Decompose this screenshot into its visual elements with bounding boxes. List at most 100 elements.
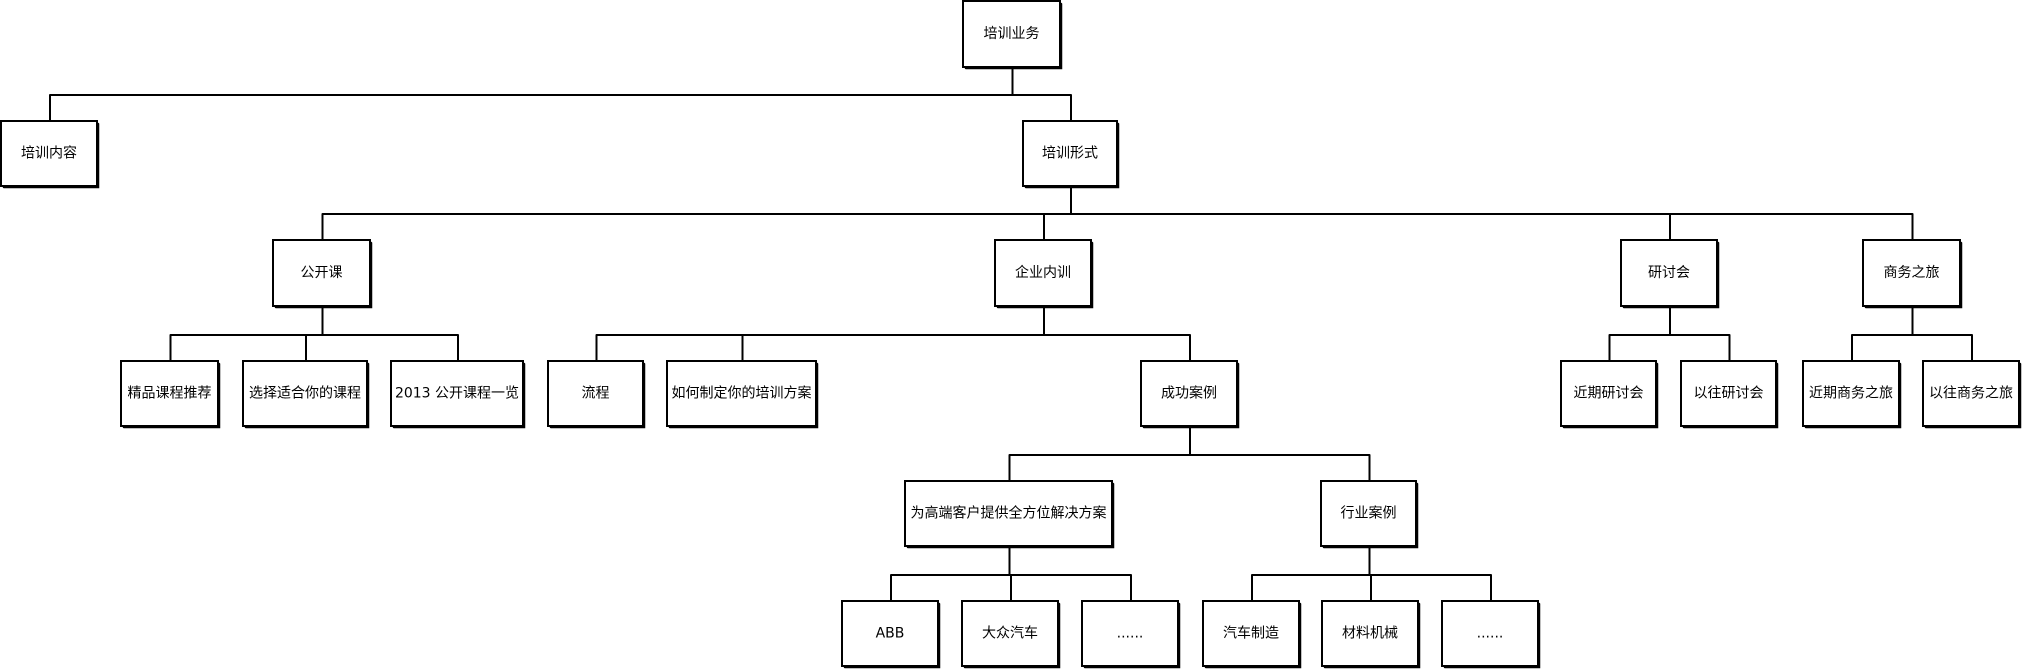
node-shadow	[549, 362, 646, 429]
node-flow: 流程	[547, 360, 646, 429]
node-auto: 汽车制造	[1202, 600, 1302, 669]
node-label: 如何制定你的培训方案	[672, 385, 812, 402]
node-label: 大众汽车	[982, 625, 1038, 642]
node-shadow	[1024, 122, 1120, 189]
node-label: 研讨会	[1648, 265, 1690, 281]
node-label: 以往商务之旅	[1929, 386, 2013, 402]
node-label: 以往研讨会	[1694, 386, 1764, 402]
connectors	[49, 68, 1973, 602]
node-shadow	[122, 362, 221, 429]
node-abb: ABB	[841, 600, 941, 669]
node-seminar: 研讨会	[1620, 239, 1720, 309]
node-box	[1022, 120, 1118, 187]
node-shadow	[1864, 241, 1963, 309]
node-box	[547, 360, 644, 427]
node-box	[666, 360, 817, 427]
connector-inhouse	[595, 307, 1191, 362]
node-sem2: 以往研讨会	[1680, 360, 1779, 429]
node-label: 行业案例	[1341, 505, 1397, 522]
node-box	[1202, 600, 1300, 667]
node-root: 培训业务	[962, 0, 1063, 70]
node-shadow	[843, 602, 941, 669]
node-shadow	[274, 241, 373, 309]
node-label: 近期研讨会	[1574, 386, 1644, 402]
node-more2: ......	[1441, 600, 1541, 669]
node-inhouse: 企业内训	[994, 239, 1094, 309]
node-trip1: 近期商务之旅	[1802, 360, 1902, 429]
node-box	[1081, 600, 1179, 667]
node-shadow	[963, 602, 1061, 669]
node-box	[272, 239, 371, 307]
node-label: ABB	[876, 626, 905, 642]
node-shadow	[392, 362, 526, 429]
node-vw: 大众汽车	[961, 600, 1061, 669]
node-box	[904, 480, 1113, 547]
node-pub3: 2013 公开课程一览	[390, 360, 526, 429]
node-box	[994, 239, 1092, 307]
node-shadow	[906, 482, 1115, 549]
node-label: 公开课	[301, 265, 343, 281]
node-box	[1321, 600, 1419, 667]
node-box	[1802, 360, 1900, 427]
node-shadow	[2, 122, 100, 189]
node-pub1: 精品课程推荐	[120, 360, 221, 429]
node-label: 企业内训	[1015, 264, 1071, 281]
node-label: 精品课程推荐	[128, 386, 212, 402]
node-label: 培训内容	[21, 145, 77, 162]
node-shadow	[1682, 362, 1779, 429]
node-shadow	[1083, 602, 1181, 669]
node-shadow	[1562, 362, 1659, 429]
node-material: 材料机械	[1321, 600, 1421, 669]
connector-industry	[1251, 547, 1492, 602]
node-shadow	[1804, 362, 1902, 429]
connector-highend	[890, 547, 1132, 602]
node-pub2: 选择适合你的课程	[242, 360, 370, 429]
node-shadow	[1142, 362, 1240, 429]
node-label: 汽车制造	[1223, 625, 1279, 642]
node-box	[120, 360, 219, 427]
node-label: 商务之旅	[1884, 265, 1940, 281]
node-label: 培训形式	[1042, 146, 1098, 162]
node-label: ......	[1477, 626, 1504, 642]
node-shadow	[1323, 602, 1421, 669]
connector-biztrip	[1851, 307, 1973, 362]
node-highend: 为高端客户提供全方位解决方案	[904, 480, 1115, 549]
node-shadow	[1924, 362, 2022, 429]
node-box	[242, 360, 368, 427]
node-label: 选择适合你的课程	[249, 386, 361, 402]
node-label: 培训业务	[984, 26, 1040, 42]
node-label: 为高端客户提供全方位解决方案	[911, 505, 1107, 522]
node-label: 材料机械	[1342, 626, 1398, 642]
node-shadow	[1204, 602, 1302, 669]
node-cases: 成功案例	[1140, 360, 1240, 429]
node-forms: 培训形式	[1022, 120, 1120, 189]
node-label: 2013 公开课程一览	[395, 386, 519, 402]
node-sem1: 近期研讨会	[1560, 360, 1659, 429]
node-plan: 如何制定你的培训方案	[666, 360, 819, 429]
node-shadow	[1622, 241, 1720, 309]
node-more1: ......	[1081, 600, 1181, 669]
connector-root	[49, 68, 1072, 122]
node-industry: 行业案例	[1320, 480, 1419, 549]
node-label: 成功案例	[1161, 385, 1217, 402]
node-box	[1620, 239, 1718, 307]
connector-public	[169, 307, 459, 362]
node-label: 流程	[582, 386, 610, 402]
node-shadow	[668, 362, 819, 429]
node-biztrip: 商务之旅	[1862, 239, 1963, 309]
node-public: 公开课	[272, 239, 373, 309]
connector-forms	[321, 187, 1914, 241]
node-shadow	[996, 241, 1094, 309]
connector-seminar	[1608, 307, 1731, 362]
node-content: 培训内容	[0, 120, 100, 189]
node-label: ......	[1117, 626, 1144, 642]
connector-cases	[1008, 427, 1371, 482]
node-label: 近期商务之旅	[1809, 386, 1893, 402]
node-box	[1862, 239, 1961, 307]
node-trip2: 以往商务之旅	[1922, 360, 2022, 429]
node-shadow	[1443, 602, 1541, 669]
node-shadow	[1322, 482, 1419, 549]
node-shadow	[244, 362, 370, 429]
